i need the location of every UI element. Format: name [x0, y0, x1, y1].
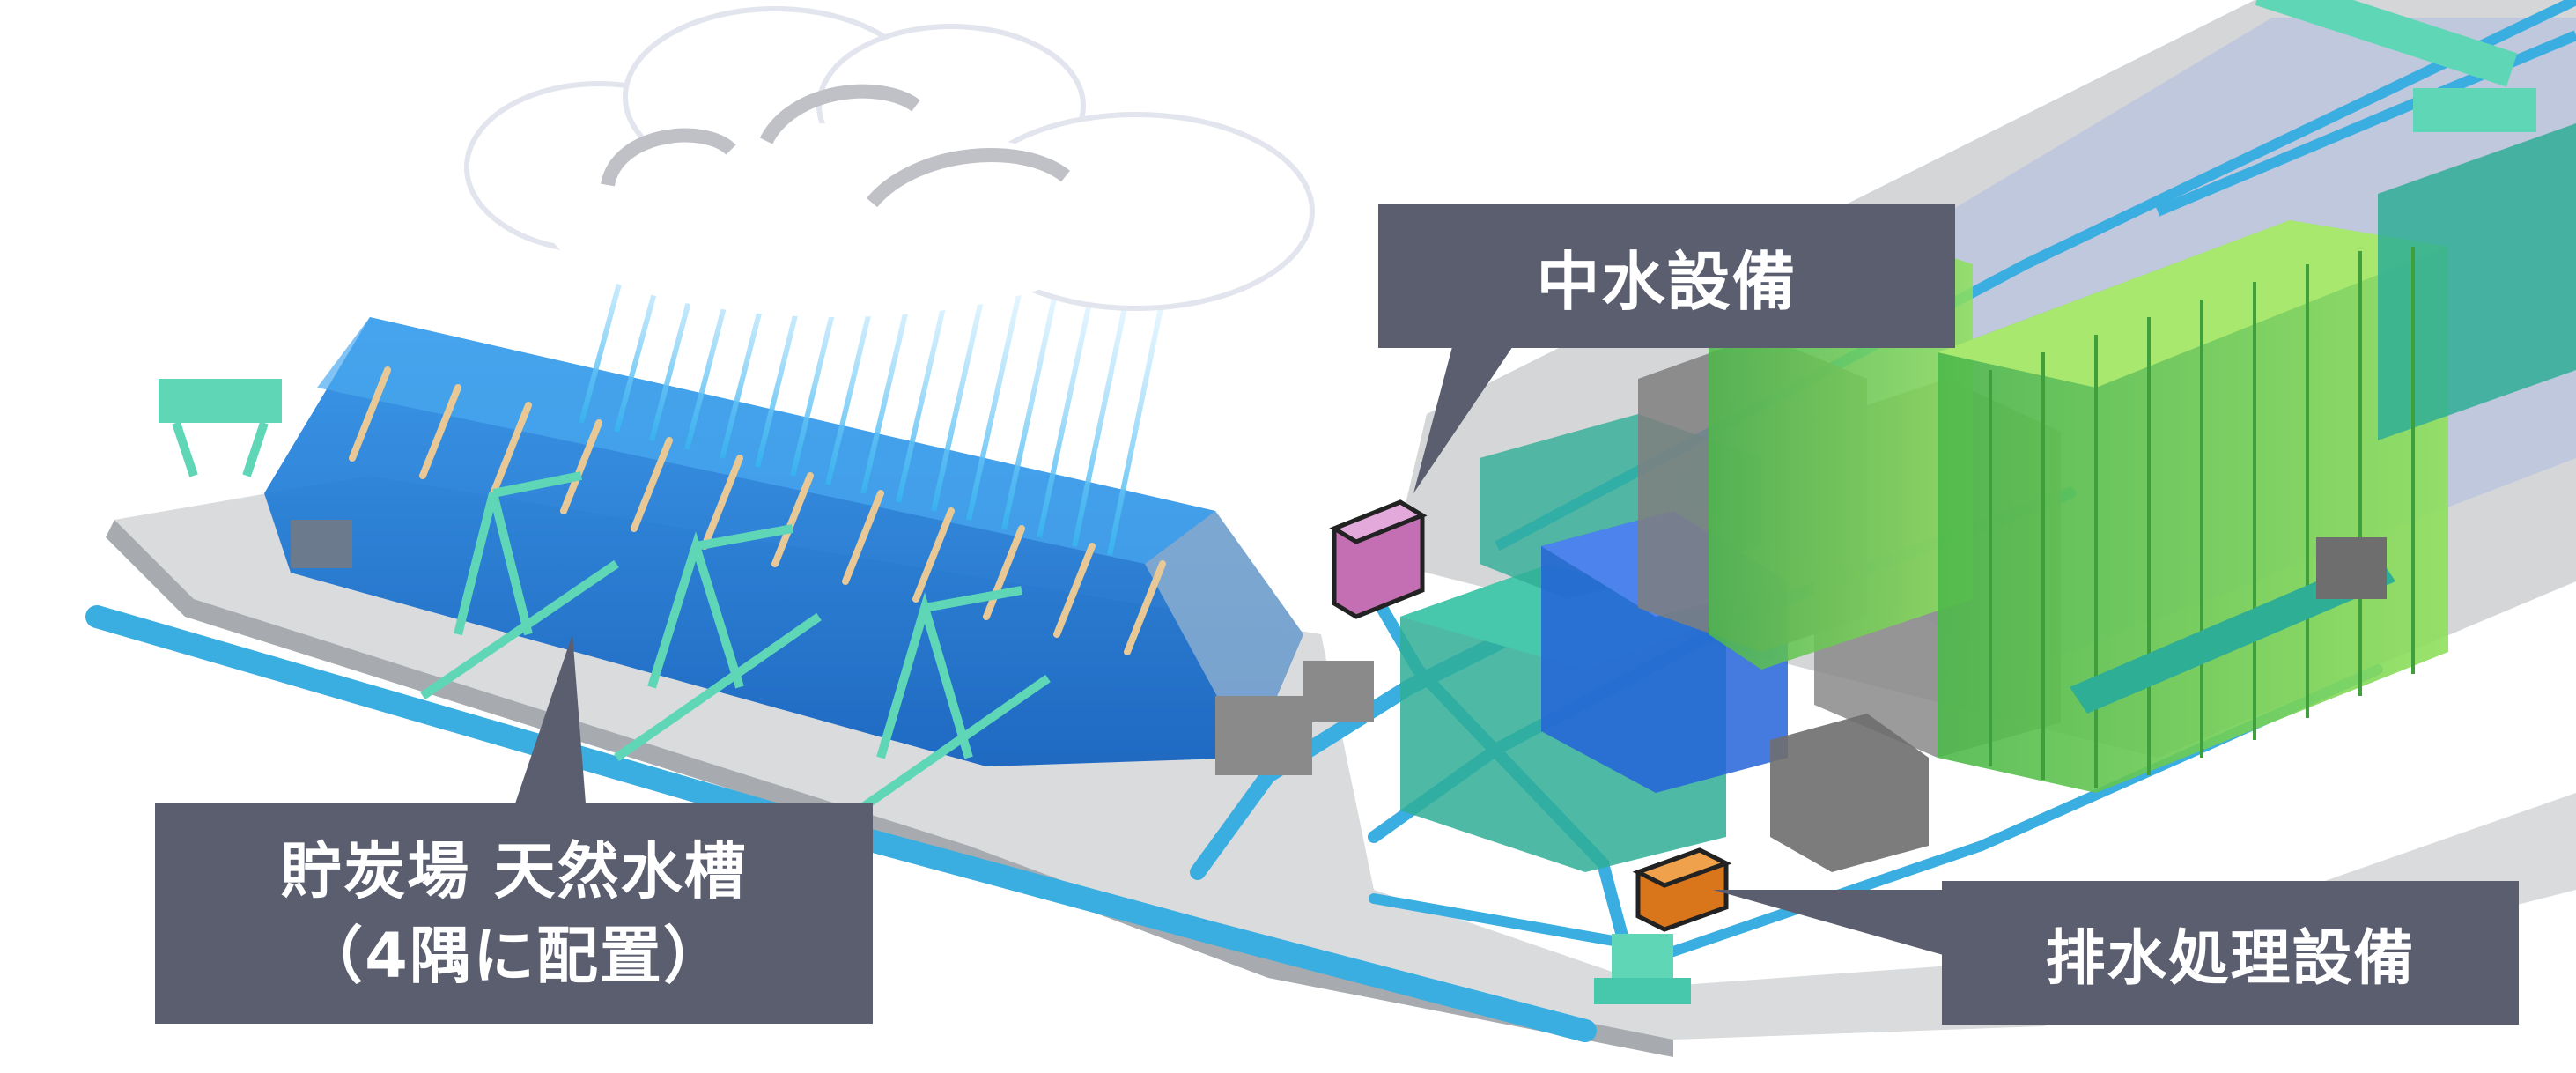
pump-unit	[1594, 934, 1691, 1004]
callout-haisui-label: 排水処理設備	[2045, 924, 2416, 994]
callout-pointers	[515, 344, 1946, 956]
green-buildings	[1709, 123, 2576, 793]
callout-chotanjo-line1: 貯炭場 天然水槽	[280, 835, 748, 907]
cloud-icon	[464, 6, 1315, 317]
lower-right-conveyor	[2070, 537, 2395, 714]
callout-chotanjo-line2: （4隅に配置）	[301, 920, 727, 992]
small-gray-buildings	[291, 520, 1374, 775]
callout-chotanjo: 貯炭場 天然水槽 （4隅に配置）	[155, 803, 873, 1024]
callout-haisui: 排水処理設備	[1942, 881, 2519, 1025]
crane-icon	[159, 379, 1051, 824]
callout-nakamizu: 中水設備	[1378, 204, 1955, 348]
facility-box-icon	[1329, 500, 1732, 932]
callout-nakamizu-label: 中水設備	[1536, 245, 1797, 319]
conveyor-crane-top-right	[2255, 0, 2536, 132]
